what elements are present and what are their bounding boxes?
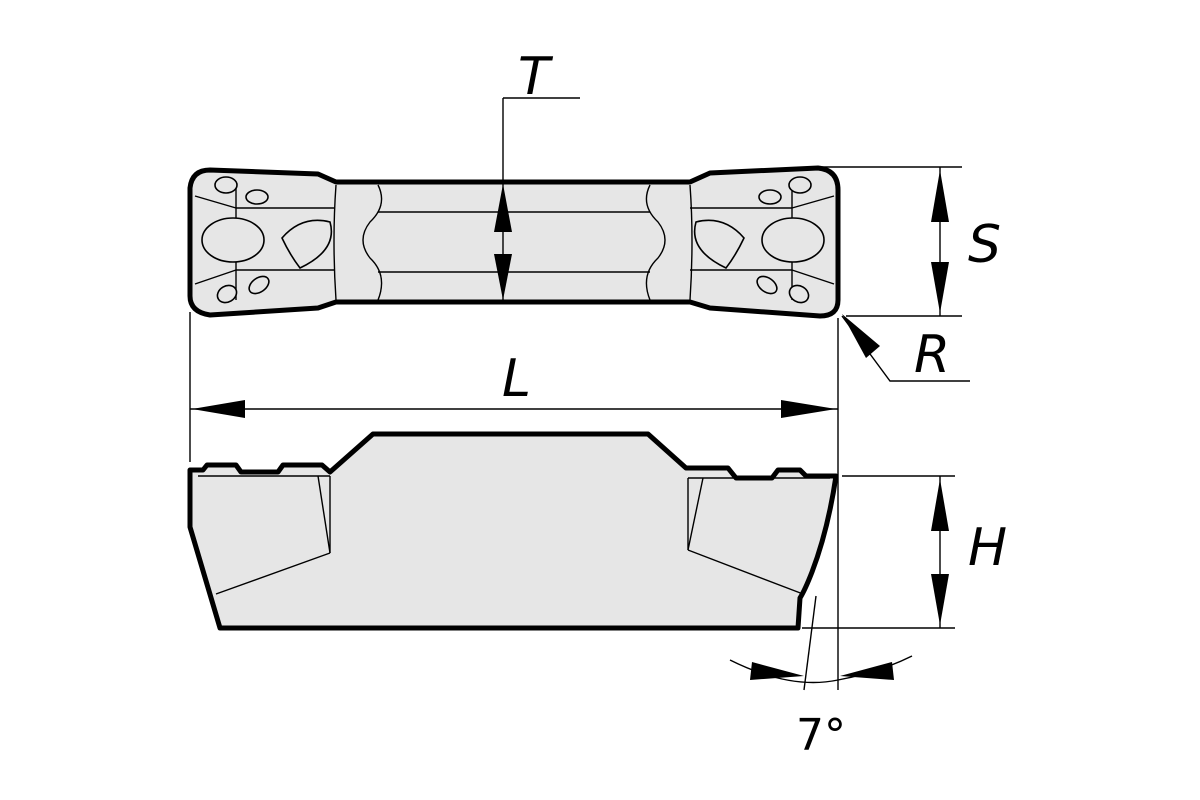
dimension-H: H (802, 475, 1007, 629)
label-S: S (968, 215, 1001, 275)
dimension-clearance-angle: 7° (729, 595, 913, 761)
side-view-outline (187, 431, 839, 631)
label-H: H (968, 518, 1007, 578)
dimension-R: R (841, 314, 970, 385)
right-chipbreaker (645, 176, 835, 304)
dimension-thickness: T (494, 47, 580, 300)
label-7-degrees: 7° (796, 710, 846, 761)
label-R: R (914, 325, 950, 385)
label-L: L (502, 349, 531, 409)
top-view (187, 165, 841, 319)
top-view-outline (187, 165, 841, 319)
side-view-details (198, 475, 830, 595)
dimension-S: S (822, 166, 1001, 317)
left-chipbreaker (194, 176, 383, 304)
label-T: T (518, 47, 554, 107)
side-view (187, 431, 839, 631)
